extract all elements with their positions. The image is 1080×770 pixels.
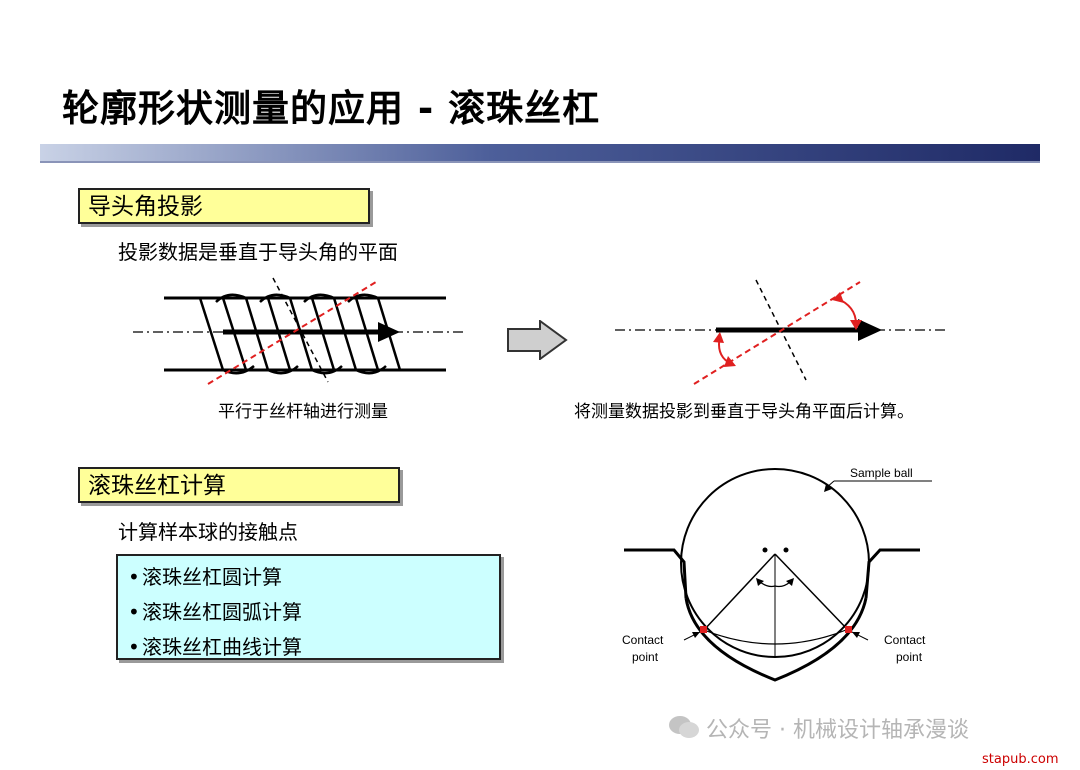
calculation-list: •滚珠丝杠圆计算 •滚珠丝杠圆弧计算 •滚珠丝杠曲线计算 <box>116 554 501 660</box>
title-underline-rule <box>40 161 1040 163</box>
page-title: 轮廓形状测量的应用 - 滚珠丝杠 <box>62 87 601 130</box>
contact-point-right-label: Contact <box>884 633 926 647</box>
watermark-text: 公众号 · 机械设计轴承漫谈 <box>706 718 969 743</box>
sample-ball-contact-diagram: Sample ball Contact point Contact point <box>622 466 932 682</box>
list-item: •滚珠丝杠圆计算 <box>128 565 282 589</box>
contact-point-right-label-2: point <box>896 650 923 664</box>
screw-axial-diagram <box>133 277 463 385</box>
wechat-icon <box>669 716 699 738</box>
lead-angle-projection-diagram <box>615 279 945 385</box>
contact-point-left-label: Contact <box>622 633 664 647</box>
section-heading-ball-screw-calc: 滚珠丝杠计算 <box>78 467 400 503</box>
list-item: •滚珠丝杠圆弧计算 <box>128 600 302 624</box>
section2-description: 计算样本球的接触点 <box>118 520 298 544</box>
title-underline-bar <box>40 144 1040 161</box>
sample-ball-label: Sample ball <box>850 466 913 480</box>
list-item: •滚珠丝杠曲线计算 <box>128 635 302 659</box>
section-heading-lead-projection: 导头角投影 <box>78 188 370 224</box>
left-caption: 平行于丝杆轴进行测量 <box>218 402 388 422</box>
section1-description: 投影数据是垂直于导头角的平面 <box>118 240 398 264</box>
contact-point-left-label-2: point <box>632 650 659 664</box>
right-caption: 将测量数据投影到垂直于导头角平面后计算。 <box>574 402 914 422</box>
footer-site: stapub.com <box>982 752 1059 767</box>
right-arrow-icon <box>507 320 568 360</box>
